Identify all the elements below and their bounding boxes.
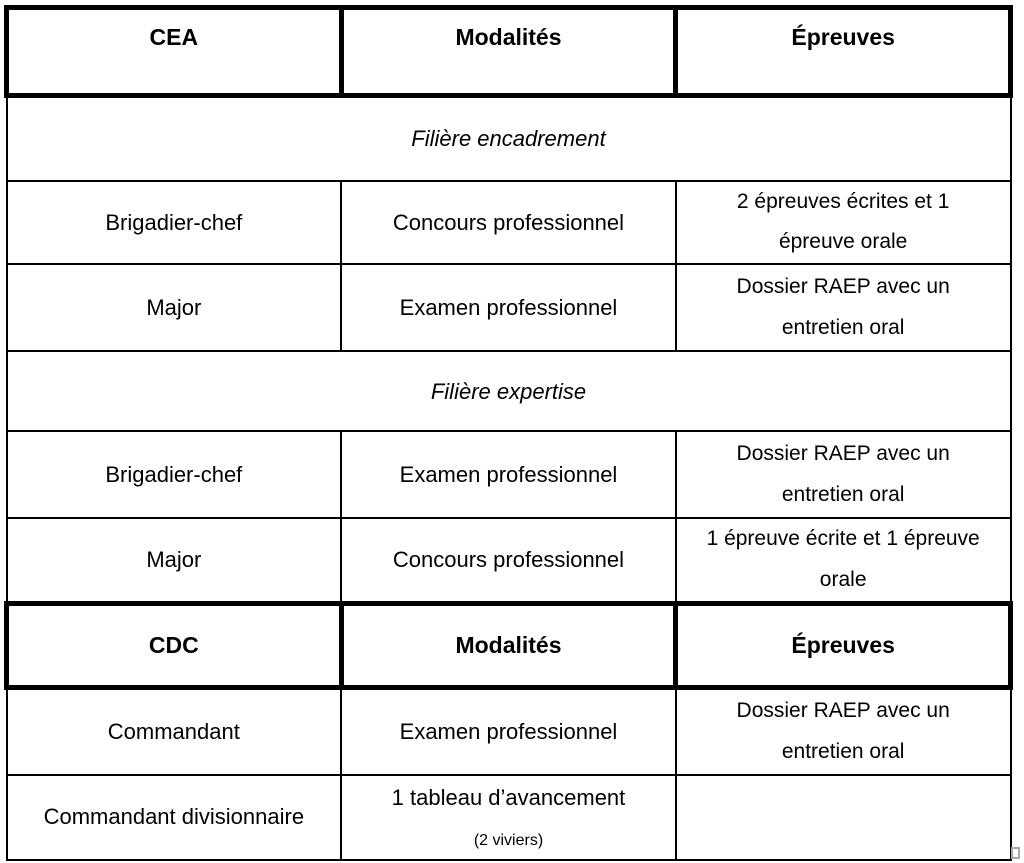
exam-cell: Dossier RAEP avec un entretien oral: [674, 263, 1012, 353]
section-row-encadrement: Filière encadrement: [5, 94, 1012, 182]
exams-header-cell: Épreuves: [673, 601, 1013, 691]
grade-cell: Major: [5, 263, 343, 353]
cea-header-cell: CEA: [4, 5, 344, 98]
table-row-encadrement-brigadier-chef: Brigadier-chef Concours professionnel 2 …: [5, 179, 1012, 266]
exam-cell: Dossier RAEP avec un entretien oral: [674, 430, 1012, 520]
table-row-cdc-commandant: Commandant Examen professionnel Dossier …: [5, 686, 1012, 776]
modalities-header-cell: Modalités: [338, 5, 679, 98]
exam-cell: 2 épreuves écrites et 1 épreuve orale: [674, 179, 1012, 266]
exam-cell-empty: [674, 773, 1012, 861]
modality-cell: Examen professionnel: [340, 263, 677, 353]
corner-marker: [1011, 847, 1020, 859]
grade-cell: Major: [5, 517, 343, 605]
table-row-expertise-major: Major Concours professionnel 1 épreuve é…: [5, 517, 1012, 605]
table-row-expertise-brigadier-chef: Brigadier-chef Examen professionnel Doss…: [5, 430, 1012, 520]
grade-cell: Brigadier-chef: [5, 179, 343, 266]
modality-cell: 1 tableau d’avancement (2 viviers): [340, 773, 677, 861]
exam-cell: Dossier RAEP avec un entretien oral: [674, 686, 1012, 776]
modalities-header-cell: Modalités: [338, 601, 679, 691]
grade-cell: Commandant divisionnaire: [5, 773, 343, 861]
modality-cell: Concours professionnel: [340, 517, 677, 605]
modality-cell: Examen professionnel: [340, 686, 677, 776]
document-page: CEA Modalités Épreuves Filière encadreme…: [4, 5, 1013, 861]
modality-cell: Concours professionnel: [340, 179, 677, 266]
modality-cell: Examen professionnel: [340, 430, 677, 520]
modality-text: 1 tableau d’avancement: [391, 784, 626, 810]
modality-note: (2 viviers): [473, 832, 544, 850]
cea-header-row: CEA Modalités Épreuves: [4, 5, 1013, 98]
promotion-table: CEA Modalités Épreuves Filière encadreme…: [4, 5, 1013, 861]
grade-cell: Brigadier-chef: [5, 430, 343, 520]
section-row-expertise: Filière expertise: [5, 350, 1012, 433]
exams-header-cell: Épreuves: [673, 5, 1013, 98]
exam-cell: 1 épreuve écrite et 1 épreuve orale: [674, 517, 1012, 605]
table-row-encadrement-major: Major Examen professionnel Dossier RAEP …: [5, 263, 1012, 353]
table-row-cdc-commandant-divisionnaire: Commandant divisionnaire 1 tableau d’ava…: [5, 773, 1012, 861]
cdc-header-cell: CDC: [4, 601, 344, 691]
section-title-encadrement: Filière encadrement: [5, 94, 1012, 182]
cdc-header-row: CDC Modalités Épreuves: [4, 601, 1013, 691]
grade-cell: Commandant: [5, 686, 343, 776]
section-title-expertise: Filière expertise: [5, 350, 1012, 433]
